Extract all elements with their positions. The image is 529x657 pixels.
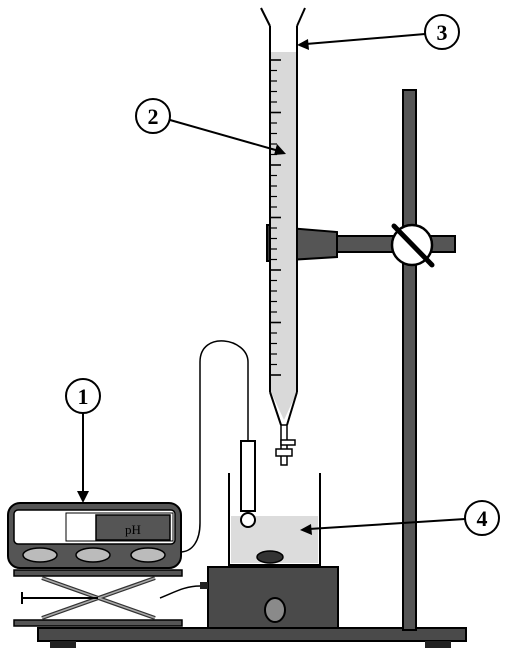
callout-2-label: 2 xyxy=(148,104,159,129)
electrode xyxy=(179,340,256,553)
callout-3: 3 xyxy=(297,14,460,50)
callout-3-label: 3 xyxy=(437,20,448,45)
stopcock xyxy=(275,424,296,466)
magnetic-stirrer xyxy=(159,566,339,629)
ph-display xyxy=(95,514,171,541)
callout-1-label: 1 xyxy=(78,384,89,409)
stand-rod xyxy=(402,89,417,631)
electrode-cable xyxy=(179,340,249,553)
ph-display-label: pH xyxy=(125,522,141,537)
meter-knob-middle xyxy=(75,547,111,563)
meter-knob-right xyxy=(130,547,166,563)
callout-1: 1 xyxy=(65,378,101,503)
meter-knob-left xyxy=(22,547,58,563)
stirrer-knob xyxy=(264,597,286,623)
stir-bar xyxy=(256,550,284,564)
base-plate xyxy=(37,627,467,648)
burette xyxy=(260,7,306,466)
boss-head xyxy=(390,223,435,268)
burette-graduations xyxy=(270,59,281,376)
lab-jack xyxy=(13,569,183,627)
callout-2: 2 xyxy=(135,98,286,155)
callout-4: 4 xyxy=(300,500,500,536)
beaker xyxy=(228,473,321,566)
callout-4-label: 4 xyxy=(477,506,488,531)
ph-meter: pH xyxy=(7,502,182,569)
clamp xyxy=(266,223,456,268)
